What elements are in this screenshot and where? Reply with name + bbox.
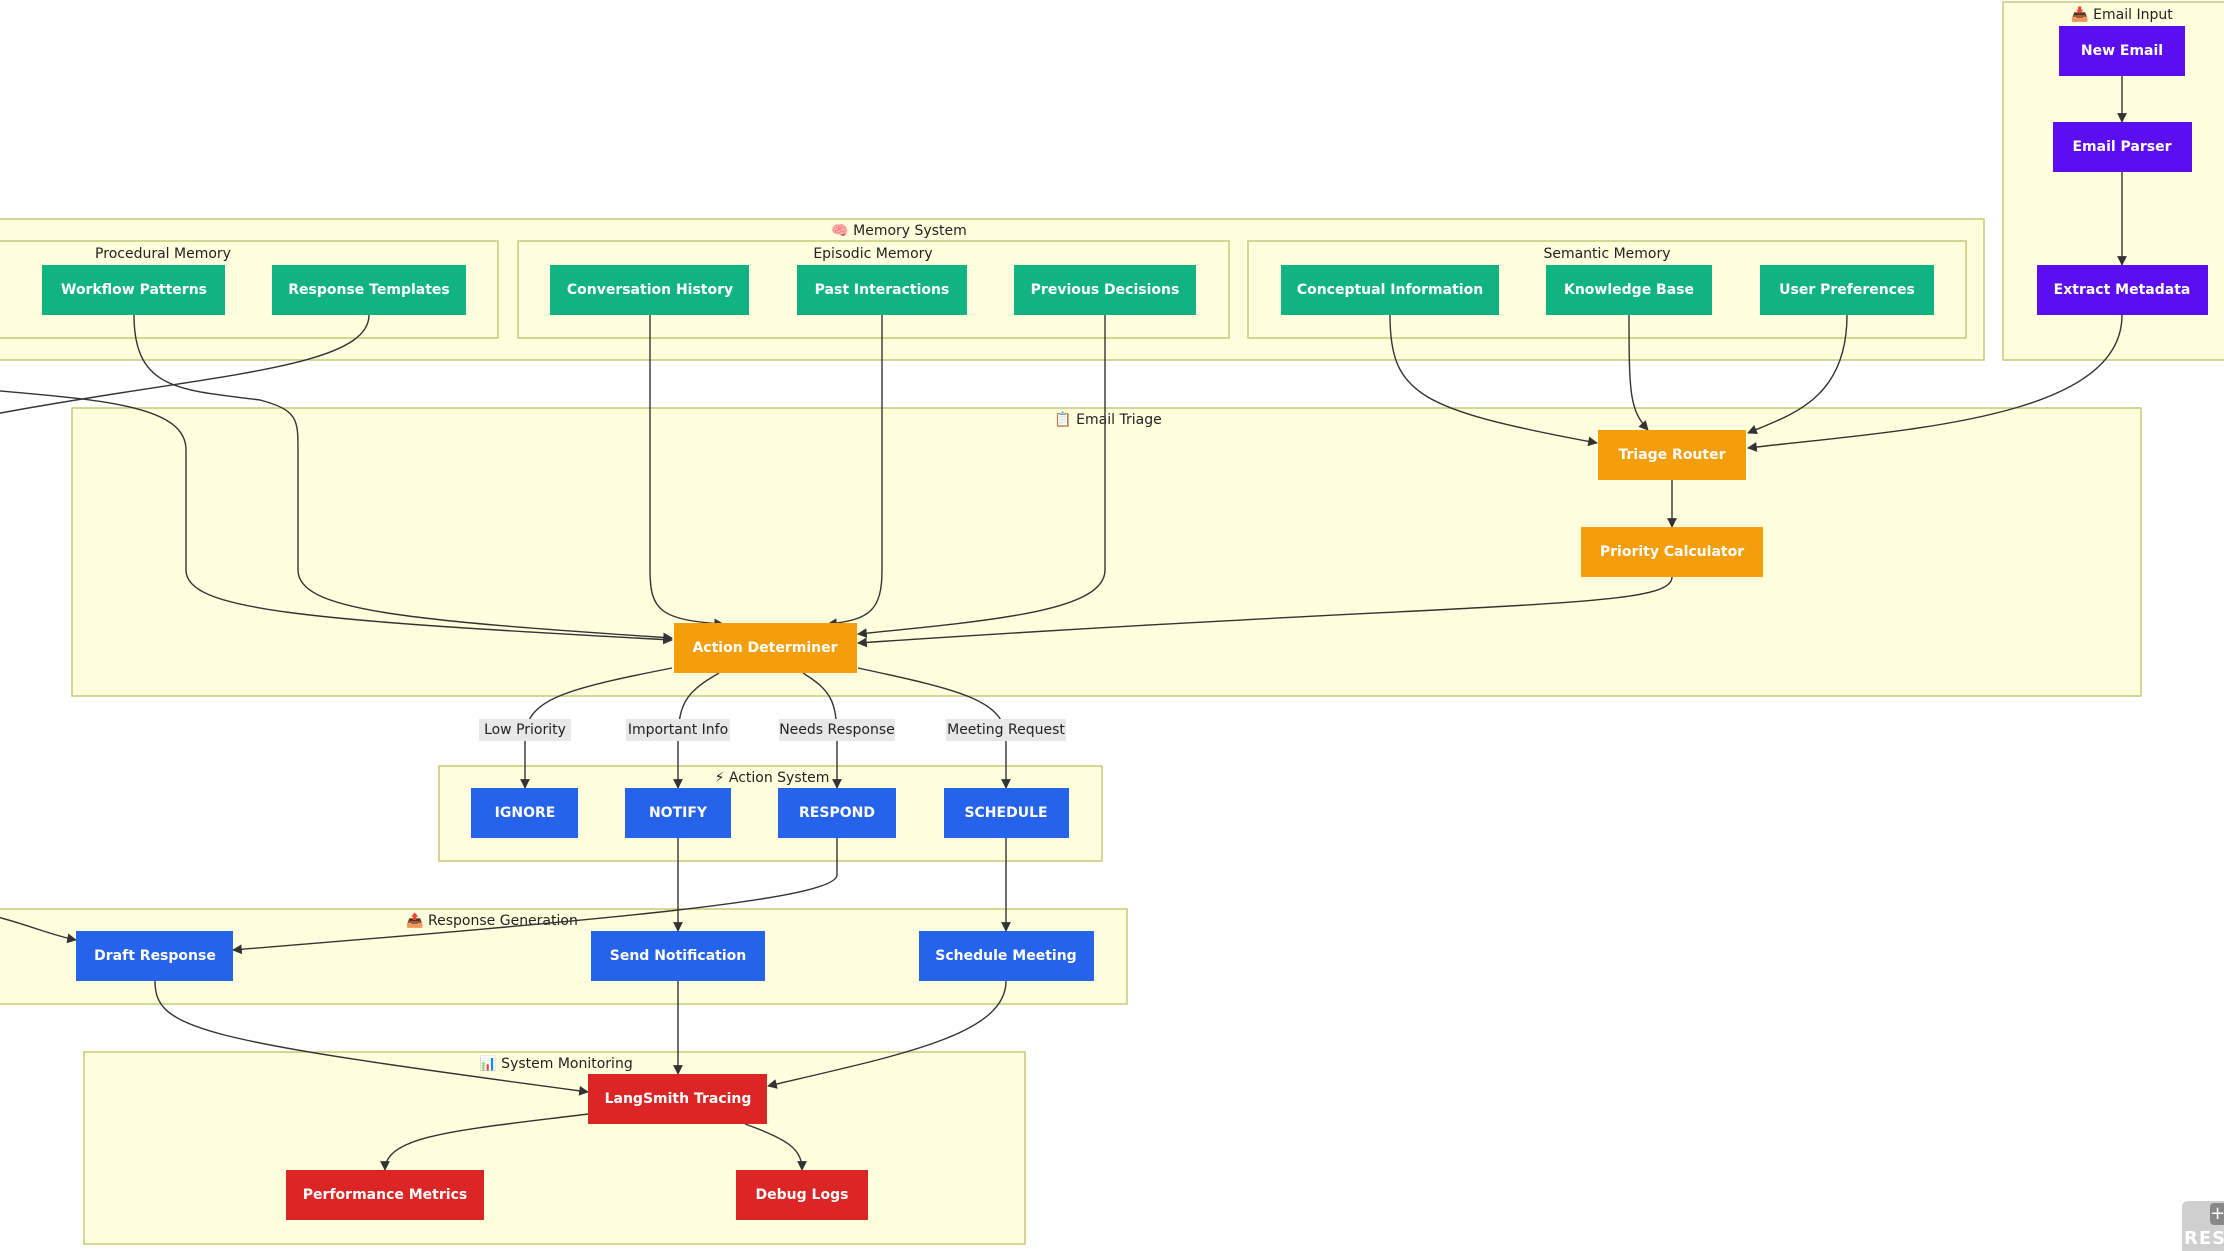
edge-respond-draft — [232, 838, 838, 955]
cluster-system-monitoring: 📊 System Monitoring — [83, 1051, 1026, 1245]
node-triage-router[interactable]: Triage Router — [1598, 430, 1746, 480]
node-conversation-history[interactable]: Conversation History — [550, 265, 749, 315]
node-respond[interactable]: RESPOND — [778, 788, 896, 838]
edge-priority-determiner — [857, 576, 1673, 648]
edges — [0, 76, 2127, 1171]
edge-templates-left — [0, 314, 370, 414]
svg-text:Response Templates: Response Templates — [288, 282, 449, 298]
edge-label-needs-response: Needs Response — [779, 719, 895, 741]
node-past-interactions[interactable]: Past Interactions — [797, 265, 967, 315]
svg-text:LangSmith Tracing: LangSmith Tracing — [605, 1091, 752, 1107]
edge-tracing-metrics — [380, 1113, 589, 1171]
cluster-label-action-system: ⚡ Action System — [715, 770, 830, 786]
svg-text:Conceptual Information: Conceptual Information — [1297, 282, 1483, 298]
edge-history-determiner — [649, 315, 724, 629]
zoom-controls: + RES — [2182, 1201, 2224, 1251]
svg-text:IGNORE: IGNORE — [495, 805, 556, 821]
svg-text:SCHEDULE: SCHEDULE — [964, 805, 1047, 821]
node-knowledge-base[interactable]: Knowledge Base — [1546, 265, 1712, 315]
node-response-templates[interactable]: Response Templates — [272, 265, 466, 315]
cluster-email-triage: 📋 Email Triage — [71, 407, 2142, 697]
cluster-label-memory-system: 🧠 Memory System — [831, 223, 966, 239]
edge-workflow-determiner — [133, 314, 673, 643]
node-conceptual-information[interactable]: Conceptual Information — [1281, 265, 1499, 315]
node-notify[interactable]: NOTIFY — [625, 788, 731, 838]
reset-button[interactable]: RES — [2184, 1228, 2224, 1249]
node-user-preferences[interactable]: User Preferences — [1760, 265, 1934, 315]
node-previous-decisions[interactable]: Previous Decisions — [1014, 265, 1196, 315]
node-priority-calculator[interactable]: Priority Calculator — [1581, 527, 1763, 577]
cluster-label-system-monitoring: 📊 System Monitoring — [479, 1055, 632, 1072]
svg-text:Meeting Request: Meeting Request — [947, 722, 1065, 738]
edge-interactions-determiner — [827, 315, 883, 629]
edge-offscreen-draft — [0, 916, 77, 944]
edge-tracing-logs — [744, 1123, 807, 1171]
edge-knowledge-router — [1628, 314, 1649, 431]
svg-text:Schedule Meeting: Schedule Meeting — [935, 948, 1076, 964]
cluster-label-response-generation: 📤 Response Generation — [406, 912, 578, 929]
node-schedule-meeting[interactable]: Schedule Meeting — [919, 931, 1094, 981]
node-debug-logs[interactable]: Debug Logs — [736, 1170, 868, 1220]
svg-text:Past Interactions: Past Interactions — [815, 282, 950, 298]
node-schedule[interactable]: SCHEDULE — [944, 788, 1069, 838]
svg-text:Email Parser: Email Parser — [2072, 139, 2171, 155]
svg-text:Send Notification: Send Notification — [610, 948, 746, 964]
node-send-notification[interactable]: Send Notification — [591, 931, 765, 981]
svg-text:Previous Decisions: Previous Decisions — [1031, 282, 1180, 298]
svg-text:Action Determiner: Action Determiner — [692, 640, 837, 656]
edge-decisions-determiner — [857, 315, 1106, 639]
node-email-parser[interactable]: Email Parser — [2053, 122, 2192, 172]
node-extract-metadata[interactable]: Extract Metadata — [2037, 265, 2208, 315]
svg-text:Debug Logs: Debug Logs — [756, 1187, 849, 1203]
svg-text:User Preferences: User Preferences — [1779, 282, 1915, 298]
node-performance-metrics[interactable]: Performance Metrics — [286, 1170, 484, 1220]
node-new-email[interactable]: New Email — [2059, 26, 2185, 76]
edge-conceptual-router — [1389, 314, 1598, 447]
cluster-label-semantic-memory: Semantic Memory — [1543, 246, 1670, 262]
svg-text:Triage Router: Triage Router — [1618, 447, 1725, 463]
svg-text:Knowledge Base: Knowledge Base — [1564, 282, 1694, 298]
zoom-in-icon[interactable]: + — [2210, 1203, 2224, 1225]
cluster-label-email-input: 📥 Email Input — [2071, 6, 2173, 23]
edge-meeting-tracing — [767, 980, 1007, 1089]
edge-label-important-info: Important Info — [626, 719, 730, 741]
svg-text:Priority Calculator: Priority Calculator — [1600, 544, 1744, 560]
cluster-label-procedural-memory: Procedural Memory — [95, 246, 231, 262]
svg-text:Conversation History: Conversation History — [567, 282, 733, 298]
edge-offscreen-determiner — [0, 390, 673, 645]
svg-text:New Email: New Email — [2081, 43, 2163, 59]
svg-text:Low Priority: Low Priority — [484, 722, 566, 738]
node-draft-response[interactable]: Draft Response — [76, 931, 233, 981]
edge-metadata-router — [1747, 314, 2123, 452]
cluster-label-episodic-memory: Episodic Memory — [813, 246, 932, 262]
node-ignore[interactable]: IGNORE — [471, 788, 578, 838]
edge-draft-tracing — [154, 980, 589, 1096]
svg-text:Draft Response: Draft Response — [94, 948, 216, 964]
svg-text:Needs Response: Needs Response — [779, 722, 895, 738]
edge-label-low-priority: Low Priority — [479, 719, 571, 741]
node-langsmith-tracing[interactable]: LangSmith Tracing — [588, 1074, 767, 1124]
svg-text:RESPOND: RESPOND — [799, 805, 875, 821]
cluster-label-email-triage: 📋 Email Triage — [1054, 411, 1161, 428]
svg-text:Important Info: Important Info — [628, 722, 728, 738]
edge-label-meeting-request: Meeting Request — [946, 719, 1066, 741]
svg-text:NOTIFY: NOTIFY — [649, 805, 708, 821]
edge-preferences-router — [1747, 314, 1848, 435]
node-action-determiner[interactable]: Action Determiner — [674, 623, 857, 673]
svg-text:Extract Metadata: Extract Metadata — [2054, 282, 2191, 298]
svg-text:Performance Metrics: Performance Metrics — [303, 1187, 467, 1203]
node-workflow-patterns[interactable]: Workflow Patterns — [42, 265, 225, 315]
svg-text:Workflow Patterns: Workflow Patterns — [61, 282, 207, 298]
